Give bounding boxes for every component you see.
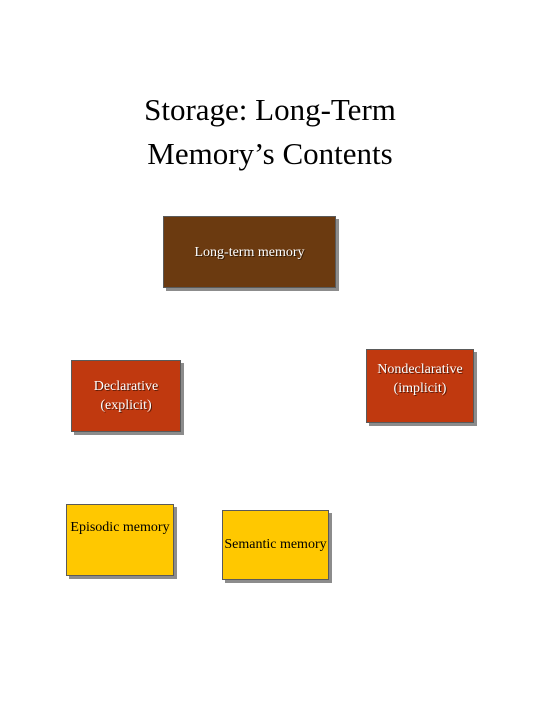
slide-title: Storage: Long-Term Memory’s Contents bbox=[0, 88, 540, 176]
semantic-memory-label: Semantic memory bbox=[224, 536, 327, 552]
nondeclarative-box: Nondeclarative (implicit) bbox=[366, 349, 474, 423]
long-term-memory-label: Long-term memory bbox=[194, 244, 305, 260]
episodic-memory-label: Episodic memory bbox=[70, 519, 170, 535]
episodic-memory-box: Episodic memory bbox=[66, 504, 174, 576]
long-term-memory-box: Long-term memory bbox=[163, 216, 336, 288]
semantic-memory-box: Semantic memory bbox=[222, 510, 329, 580]
nondeclarative-label-line-2: (implicit) bbox=[393, 381, 447, 396]
declarative-box: Declarative (explicit) bbox=[71, 360, 181, 432]
nondeclarative-label: Nondeclarative (implicit) bbox=[377, 360, 463, 398]
nondeclarative-label-line-1: Nondeclarative bbox=[377, 362, 463, 377]
slide-title-line-2: Memory’s Contents bbox=[147, 136, 393, 171]
declarative-label: Declarative (explicit) bbox=[94, 377, 159, 415]
declarative-label-line-1: Declarative bbox=[93, 379, 159, 394]
declarative-label-line-2: (explicit) bbox=[100, 398, 152, 413]
slide-title-line-1: Storage: Long-Term bbox=[144, 92, 396, 127]
